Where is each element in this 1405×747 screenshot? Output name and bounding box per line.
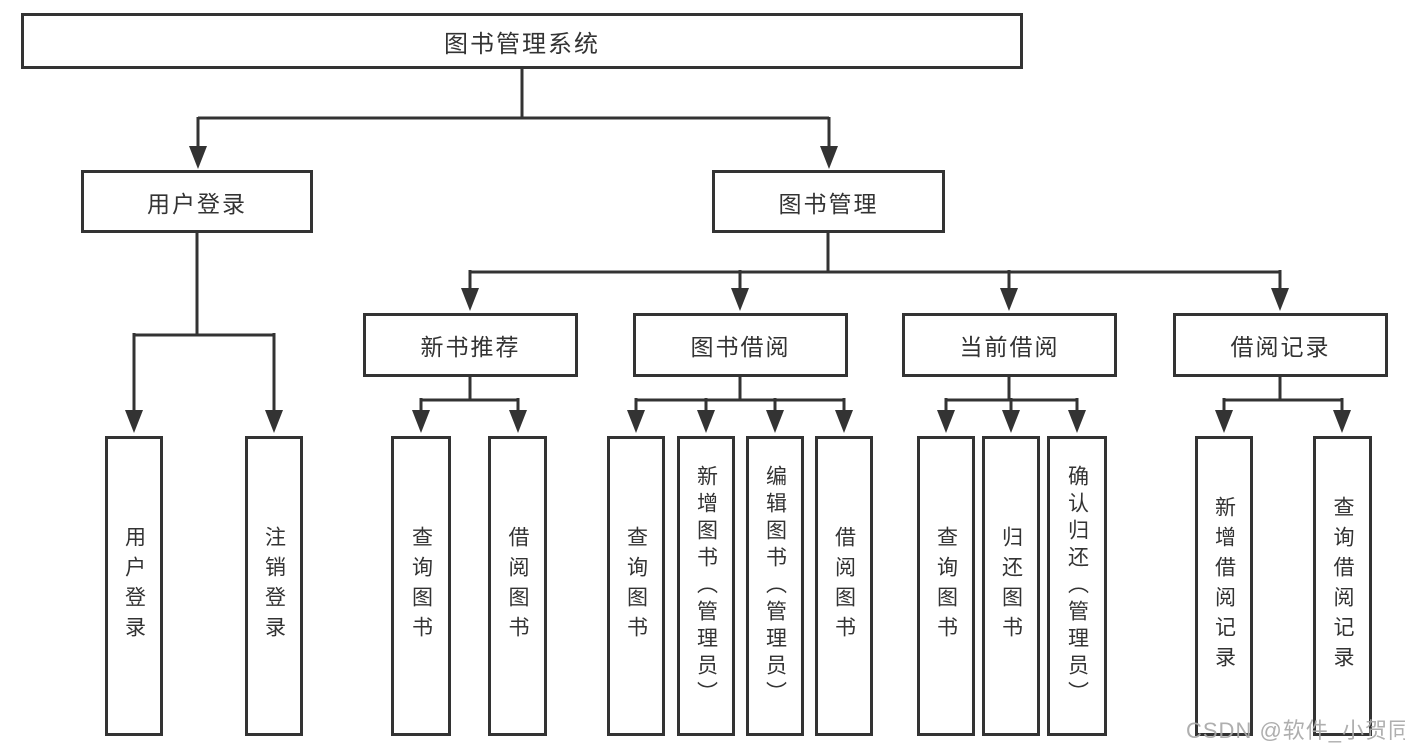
node-root: 图书管理系统 xyxy=(21,13,1023,69)
node-current-borrow-label: 当前借阅 xyxy=(959,334,1060,360)
connector-book-borrow-to-leaves xyxy=(634,377,846,412)
watermark: CSDN @软件_小贺同学 xyxy=(1186,718,1405,743)
arrowhead xyxy=(731,288,749,311)
node-book-management: 图书管理 xyxy=(712,170,945,233)
node-new-book-recommend: 新书推荐 xyxy=(363,313,578,377)
arrowhead xyxy=(189,146,207,169)
leaf-query-borrow-record-label: 查询借阅记录 xyxy=(1331,496,1354,676)
arrowhead xyxy=(835,410,853,433)
leaf-add-borrow-record: 新增借阅记录 xyxy=(1195,436,1253,736)
arrowhead xyxy=(627,410,645,433)
leaf-user-login: 用户登录 xyxy=(105,436,163,736)
leaf-add-borrow-record-label: 新增借阅记录 xyxy=(1212,496,1236,676)
leaf-add-book-admin-label: 新增图书（管理员） xyxy=(694,464,718,708)
arrowhead xyxy=(1215,410,1233,433)
arrowhead xyxy=(509,410,527,433)
connector-borrow-records-to-leaves xyxy=(1222,377,1344,412)
leaf-confirm-return-admin-label: 确认归还（管理员） xyxy=(1065,464,1089,708)
connector-root-to-level2 xyxy=(196,69,831,147)
leaf-borrow-books-recommend: 借阅图书 xyxy=(488,436,547,736)
leaf-query-books-recommend: 查询图书 xyxy=(391,436,451,736)
leaf-return-book-label: 归还图书 xyxy=(999,526,1023,646)
arrowhead xyxy=(820,146,838,169)
arrowhead xyxy=(125,410,143,433)
arrowhead xyxy=(1068,410,1086,433)
arrowhead xyxy=(412,410,430,433)
arrowhead xyxy=(265,410,283,433)
leaf-query-books-recommend-label: 查询图书 xyxy=(409,526,433,646)
arrowhead xyxy=(937,410,955,433)
leaf-user-login-label: 用户登录 xyxy=(122,526,146,646)
leaf-query-books-current: 查询图书 xyxy=(917,436,975,736)
leaf-edit-book-admin: 编辑图书（管理员） xyxy=(746,436,804,736)
node-borrow-records: 借阅记录 xyxy=(1173,313,1388,377)
arrowhead xyxy=(766,410,784,433)
connector-book-mgmt-to-level3 xyxy=(468,233,1282,290)
arrowhead xyxy=(697,410,715,433)
arrowhead xyxy=(1333,410,1351,433)
node-root-label: 图书管理系统 xyxy=(444,30,600,58)
node-user-login-label: 用户登录 xyxy=(147,190,247,217)
connector-current-borrow-to-leaves xyxy=(944,377,1079,412)
node-current-borrow: 当前借阅 xyxy=(902,313,1117,377)
node-book-management-label: 图书管理 xyxy=(778,190,879,217)
connector-user-login-to-leaves xyxy=(132,233,276,412)
leaf-query-books-borrow: 查询图书 xyxy=(607,436,665,736)
node-borrow-records-label: 借阅记录 xyxy=(1230,334,1331,360)
leaf-query-books-borrow-label: 查询图书 xyxy=(624,526,648,646)
node-book-borrow-label: 图书借阅 xyxy=(690,334,791,360)
leaf-add-book-admin: 新增图书（管理员） xyxy=(677,436,735,736)
leaf-edit-book-admin-label: 编辑图书（管理员） xyxy=(763,464,787,708)
node-book-borrow: 图书借阅 xyxy=(633,313,848,377)
leaf-return-book: 归还图书 xyxy=(982,436,1040,736)
leaf-query-books-current-label: 查询图书 xyxy=(934,526,958,646)
leaf-confirm-return-admin: 确认归还（管理员） xyxy=(1047,436,1107,736)
node-user-login: 用户登录 xyxy=(81,170,313,233)
arrowhead xyxy=(461,288,479,311)
node-new-book-recommend-label: 新书推荐 xyxy=(420,334,521,360)
connector-new-books-to-leaves xyxy=(419,377,520,412)
leaf-logout: 注销登录 xyxy=(245,436,303,736)
leaf-borrow-books-label: 借阅图书 xyxy=(832,526,856,646)
leaf-borrow-books-recommend-label: 借阅图书 xyxy=(506,526,529,646)
leaf-query-borrow-record: 查询借阅记录 xyxy=(1313,436,1372,736)
arrowhead xyxy=(1271,288,1289,311)
arrowhead xyxy=(1000,288,1018,311)
leaf-borrow-books: 借阅图书 xyxy=(815,436,873,736)
leaf-logout-label: 注销登录 xyxy=(262,526,286,646)
arrowhead xyxy=(1002,410,1020,433)
